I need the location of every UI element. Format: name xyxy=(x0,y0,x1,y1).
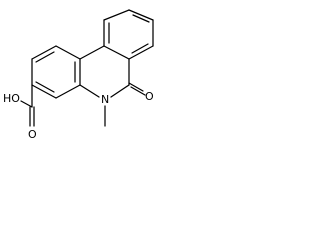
structure-diagram: HO O N O xyxy=(3,9,154,141)
lactam-oxygen-label: O xyxy=(145,90,154,103)
lactam-ring xyxy=(79,45,130,98)
benzo-ring xyxy=(103,9,154,60)
hydroxyl-label: HO xyxy=(3,92,20,105)
nitrogen-label: N xyxy=(101,93,109,106)
carboxylic-acid-group: HO O xyxy=(3,84,37,141)
left-ring xyxy=(31,45,81,99)
n-methyl-group: N xyxy=(101,93,109,127)
lactam-carbonyl-group: O xyxy=(128,82,154,103)
acid-carbonyl-oxygen-label: O xyxy=(28,128,37,141)
